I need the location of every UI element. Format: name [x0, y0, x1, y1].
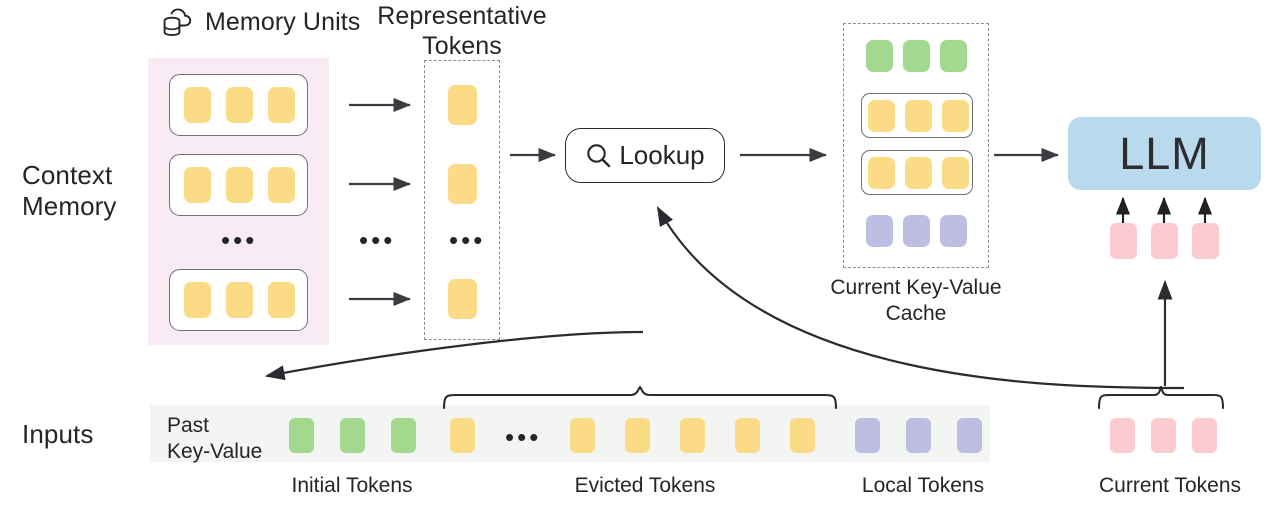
- past-key-value-label: Past Key-Value: [167, 413, 277, 464]
- past-key-value-line1: Past: [167, 414, 210, 437]
- input-token-current: [1192, 418, 1217, 453]
- kv-token-yellow: [942, 100, 969, 132]
- kv-token-yellow: [942, 157, 969, 189]
- kv-token-purple: [903, 215, 930, 247]
- kv-token-purple: [940, 215, 967, 247]
- current-token-top: [1151, 223, 1178, 259]
- context-memory-row-label: Context Memory: [22, 160, 152, 221]
- memory-arrows-ellipsis: •••: [359, 225, 396, 255]
- representative-to-lookup-arrow: [510, 147, 557, 163]
- memory-units-label: Memory Units: [205, 8, 361, 37]
- input-token-evicted: [735, 418, 760, 453]
- input-token-evicted: [625, 418, 650, 453]
- memory-token: [226, 282, 253, 318]
- context-memory-line1: Context: [22, 160, 113, 190]
- memory-token: [184, 167, 211, 203]
- kv-token-yellow: [905, 157, 932, 189]
- kv-token-yellow: [868, 100, 895, 132]
- representative-tokens-line2: Tokens: [422, 31, 502, 60]
- evicted-tokens-caption: Evicted Tokens: [574, 474, 716, 497]
- lookup-button[interactable]: Lookup: [565, 128, 725, 183]
- inputs-row-label: Inputs: [22, 419, 94, 449]
- memory-token: [184, 87, 211, 123]
- llm-label: LLM: [1119, 127, 1210, 179]
- input-token-local: [906, 418, 931, 453]
- kv-token-green: [866, 40, 893, 72]
- memory-token: [268, 167, 295, 203]
- memory-units-header: Memory Units: [158, 4, 360, 42]
- current-token-top: [1192, 223, 1219, 259]
- input-token-current: [1151, 418, 1176, 453]
- input-token-evicted: [680, 418, 705, 453]
- current-tokens-caption: Current Tokens: [1098, 474, 1242, 497]
- memory-token: [184, 282, 211, 318]
- context-memory-line2: Memory: [22, 190, 117, 221]
- kv-cache-caption-line1: Current Key-Value: [830, 276, 1002, 299]
- memory-to-representative-arrows: [349, 97, 412, 307]
- kv-token-green: [940, 40, 967, 72]
- representative-token: [448, 164, 477, 204]
- memory-unit-row: [169, 269, 308, 331]
- input-token-initial: [391, 418, 416, 453]
- initial-tokens-caption: Initial Tokens: [291, 474, 413, 497]
- representative-token: [448, 279, 477, 319]
- representative-tokens-header: Representative Tokens: [366, 2, 558, 61]
- memory-unit-row: [169, 154, 308, 216]
- llm-block: LLM: [1068, 117, 1261, 190]
- kv-cache-row-retrieved: [861, 93, 973, 138]
- search-icon: [585, 142, 612, 169]
- memory-token: [268, 282, 295, 318]
- kvcache-to-llm-arrow: [994, 147, 1060, 163]
- kv-cache-row-local: [866, 215, 967, 249]
- lookup-label: Lookup: [619, 140, 705, 170]
- memory-unit-row: [169, 74, 308, 136]
- representative-tokens-line1: Representative: [377, 2, 547, 30]
- input-token-evicted: [450, 418, 475, 453]
- kv-cache-caption: Current Key-Value Cache: [818, 275, 1014, 326]
- evicted-to-lookup-arrow: [656, 206, 1185, 390]
- input-token-evicted: [570, 418, 595, 453]
- kv-cache-row-retrieved: [861, 150, 973, 195]
- input-token-evicted: [790, 418, 815, 453]
- representative-tokens-box: [424, 60, 500, 340]
- local-tokens-caption: Local Tokens: [861, 474, 985, 497]
- current-tokens-to-llm-arrows: [1115, 196, 1213, 224]
- input-token-initial: [340, 418, 365, 453]
- input-token-initial: [289, 418, 314, 453]
- past-key-value-line2: Key-Value: [167, 439, 263, 463]
- kv-cache-row-initial: [866, 40, 967, 74]
- kv-token-purple: [866, 215, 893, 247]
- evicted-to-context-memory-arrow: [264, 330, 644, 381]
- memory-token: [226, 87, 253, 123]
- current-kv-cache-box: [843, 23, 989, 268]
- input-token-local: [957, 418, 982, 453]
- input-token-current: [1110, 418, 1135, 453]
- input-tokens-ellipsis: •••: [505, 422, 542, 452]
- lookup-to-kvcache-arrow: [740, 147, 828, 163]
- memory-units-ellipsis: •••: [221, 225, 258, 255]
- representative-token: [448, 85, 477, 125]
- representative-tokens-ellipsis: •••: [449, 225, 486, 255]
- kv-token-yellow: [868, 157, 895, 189]
- evicted-tokens-brace: [442, 386, 838, 410]
- kv-token-yellow: [905, 100, 932, 132]
- input-token-local: [855, 418, 880, 453]
- memory-token: [226, 167, 253, 203]
- current-token-top: [1110, 223, 1137, 259]
- kv-token-green: [903, 40, 930, 72]
- cloud-database-icon: [158, 4, 196, 42]
- current-tokens-to-llm-feed-arrow: [1157, 279, 1173, 386]
- kv-cache-caption-line2: Cache: [885, 301, 947, 325]
- memory-token: [268, 87, 295, 123]
